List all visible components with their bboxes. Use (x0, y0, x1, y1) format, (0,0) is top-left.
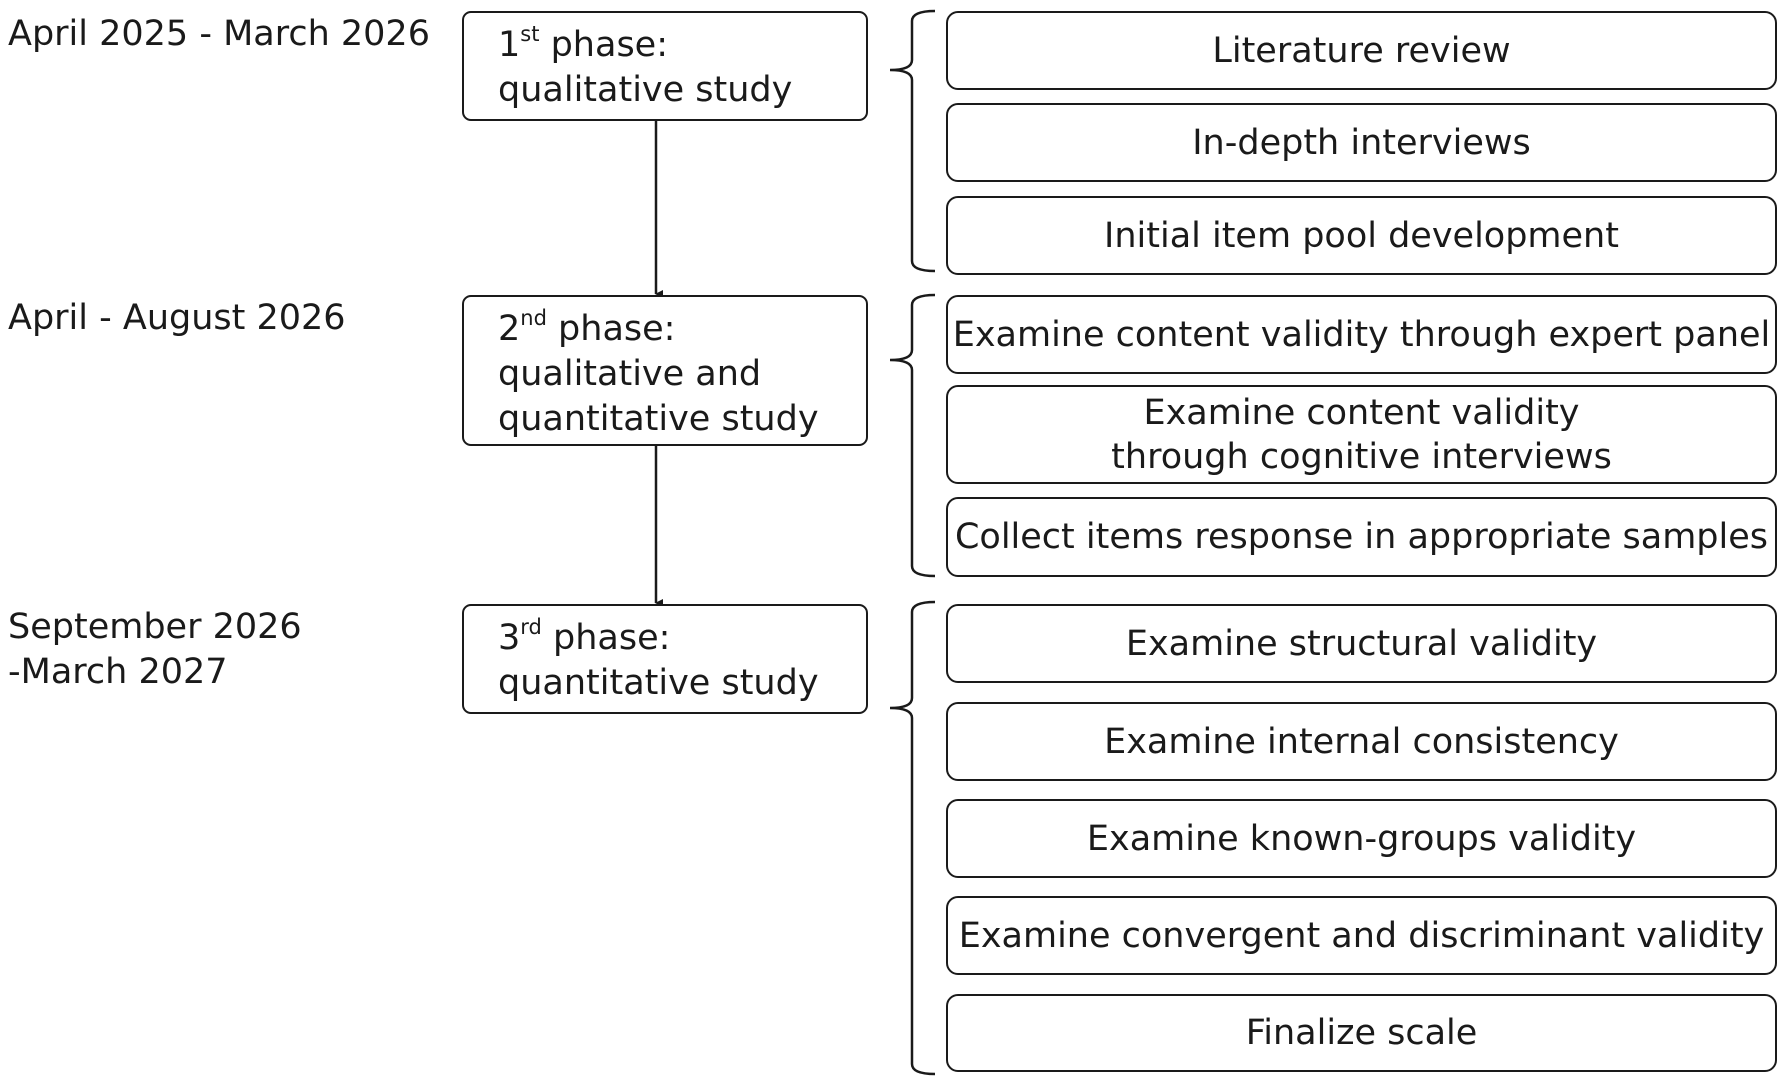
phase-number: 3 (498, 618, 521, 658)
task-text: Initial item pool development (1104, 215, 1619, 256)
task-text: Literature review (1212, 30, 1511, 71)
phase-2-task-box: Examine content validity through expert … (946, 295, 1777, 374)
date-line: April - August 2026 (8, 298, 346, 338)
phase-label: phase: (539, 25, 669, 65)
phase-number: 2 (498, 309, 521, 349)
task-text: In-depth interviews (1192, 122, 1531, 163)
date-line: -March 2027 (8, 652, 228, 692)
phase-3-bracket (889, 600, 936, 1076)
task-text: Examine content validity through expert … (952, 314, 1771, 355)
phase-label: phase: (541, 618, 671, 658)
task-text: Collect items response in appropriate sa… (954, 517, 1769, 557)
phase-1-bracket (889, 9, 936, 273)
phase-ordinal-suffix: rd (520, 615, 542, 640)
phase-1-box: 1st phase:qualitative study (462, 11, 868, 121)
phase-description-line: qualitative study (498, 70, 793, 110)
phase-3-task-box: Examine structural validity (946, 604, 1777, 683)
phase-1-date: April 2025 - March 2026 (8, 12, 430, 57)
task-text: Examine known-groups validity (1086, 818, 1637, 859)
phase-3-task-box: Finalize scale (946, 994, 1777, 1072)
phase-title: 2nd phase: (498, 307, 866, 352)
task-text: Examine convergent and discriminant vali… (958, 915, 1765, 956)
phase-1-task-box: In-depth interviews (946, 103, 1777, 182)
task-text: through cognitive interviews (1111, 436, 1612, 477)
phase-title: 3rd phase: (498, 616, 866, 661)
date-line: September 2026 (8, 607, 302, 647)
phase-3-task-box: Examine internal consistency (946, 702, 1777, 781)
phase-1-task-box: Initial item pool development (946, 196, 1777, 275)
phase-description-line: quantitative study (498, 399, 819, 439)
phase-3-box: 3rd phase:quantitative study (462, 604, 868, 714)
phase-2-bracket (889, 293, 936, 578)
phase-ordinal-suffix: st (520, 22, 540, 47)
phase-description-line: qualitative and (498, 354, 762, 394)
phase-ordinal-suffix: nd (520, 306, 547, 331)
date-line: April 2025 - March 2026 (8, 14, 430, 54)
task-text: Finalize scale (1245, 1013, 1478, 1053)
phase-3-task-box: Examine convergent and discriminant vali… (946, 896, 1777, 975)
task-text: Examine internal consistency (1104, 721, 1619, 762)
phase-title: 1st phase: (498, 23, 866, 68)
task-text: Examine structural validity (1125, 623, 1598, 664)
task-text: Examine content validity (1143, 392, 1580, 433)
phase-description-line: quantitative study (498, 663, 819, 703)
phase-3-task-box: Examine known-groups validity (946, 799, 1777, 878)
phase-label: phase: (546, 309, 676, 349)
phase-1-task-box: Literature review (946, 11, 1777, 90)
phase-2-task-box: Collect items response in appropriate sa… (946, 497, 1777, 577)
phase-2-date: April - August 2026 (8, 296, 346, 341)
phase-3-date: September 2026 -March 2027 (8, 605, 302, 695)
phase-number: 1 (498, 25, 521, 65)
